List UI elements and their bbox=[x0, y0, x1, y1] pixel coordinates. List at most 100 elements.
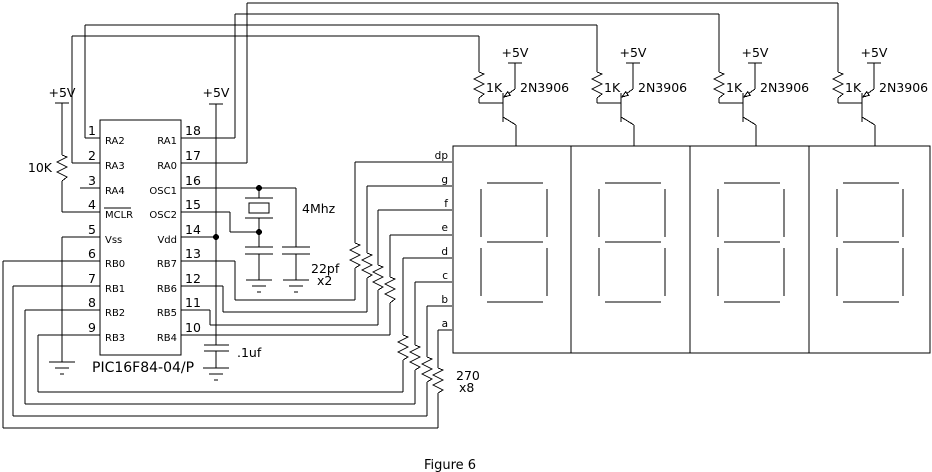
resistor-270 bbox=[396, 334, 410, 361]
pin-number: 7 bbox=[88, 271, 96, 286]
pin-name: RA3 bbox=[105, 161, 125, 172]
driver-supply-label: +5V bbox=[502, 45, 529, 60]
net-rb6-segment-g bbox=[181, 185, 452, 313]
resistor-1k bbox=[712, 71, 726, 99]
pin-number: 8 bbox=[88, 295, 96, 310]
transistor-driver-1 bbox=[472, 62, 522, 146]
pin-number: 17 bbox=[185, 148, 201, 163]
pin-name: RB5 bbox=[157, 308, 177, 319]
pin-number: 13 bbox=[185, 246, 201, 261]
emitter-arrow-icon bbox=[620, 90, 630, 98]
driver-resistor-label: 1K bbox=[604, 80, 621, 95]
supply-label: +5V bbox=[203, 85, 230, 100]
pin-name: Vss bbox=[105, 235, 122, 246]
resistor-1k bbox=[472, 71, 486, 99]
figure-caption: Figure 6 bbox=[424, 458, 476, 472]
display-digit-2 bbox=[598, 182, 666, 303]
segment-label: dp bbox=[435, 150, 449, 162]
segment-label: e bbox=[442, 222, 448, 234]
transistor-driver-2 bbox=[590, 62, 640, 146]
transistor-driver-3 bbox=[712, 62, 762, 146]
transistor-collector bbox=[742, 116, 757, 126]
transistor-collector bbox=[620, 116, 635, 126]
driver-transistor-label: 2N3906 bbox=[638, 80, 687, 95]
pin-number: 5 bbox=[88, 222, 96, 237]
decoupling-cap-label: .1uf bbox=[237, 345, 262, 360]
junction-dot bbox=[213, 234, 219, 240]
transistor-driver-4 bbox=[831, 62, 881, 146]
resistor-1k bbox=[590, 71, 604, 99]
segment-resistor-multiplier: x8 bbox=[459, 380, 474, 395]
pin-number: 16 bbox=[185, 173, 201, 188]
driver-transistor-label: 2N3906 bbox=[879, 80, 928, 95]
net-rb5-segment-f bbox=[181, 209, 452, 326]
driver-supply-label: +5V bbox=[620, 45, 647, 60]
net-ra0-driver4 bbox=[181, 2, 839, 164]
segment-label: a bbox=[442, 318, 448, 330]
segment-label: g bbox=[441, 174, 448, 186]
seven-segment-display-block bbox=[452, 145, 931, 354]
pin-name: OSC1 bbox=[149, 186, 177, 197]
oscillator-circuit bbox=[181, 185, 310, 293]
segment-label: b bbox=[441, 294, 448, 306]
pin-number: 3 bbox=[88, 173, 96, 188]
transistor-collector bbox=[861, 116, 876, 126]
driver-supply-label: +5V bbox=[861, 45, 888, 60]
pin-name: RB2 bbox=[105, 308, 125, 319]
net-vss-ground bbox=[49, 236, 100, 375]
net-rb3-segment-d bbox=[37, 257, 452, 393]
pin-name: Vdd bbox=[157, 235, 177, 246]
driver-transistor-label: 2N3906 bbox=[760, 80, 809, 95]
crystal-label: 4Mhz bbox=[302, 201, 336, 216]
pin-number: 6 bbox=[88, 246, 96, 261]
pin-name: MCLR bbox=[105, 210, 133, 221]
pin-number: 9 bbox=[88, 320, 96, 335]
resistor-270 bbox=[420, 356, 434, 383]
display-outline bbox=[452, 145, 931, 354]
schematic-labels: +5V +5V 10K 4Mhz 22pf x2 .1uf 270 x8 PIC… bbox=[28, 45, 928, 472]
ic-body bbox=[99, 119, 182, 356]
net-rb4-segment-e bbox=[181, 234, 452, 336]
resistor-270 bbox=[408, 344, 422, 371]
pin-number: 1 bbox=[88, 123, 96, 138]
pin-name: RB1 bbox=[105, 284, 125, 295]
pin-number: 11 bbox=[185, 295, 201, 310]
resistor-10k bbox=[55, 154, 69, 182]
pin-number: 18 bbox=[185, 123, 201, 138]
pin-number: 4 bbox=[88, 197, 96, 212]
pin-name: RA2 bbox=[105, 136, 125, 147]
net-ra3-driver1 bbox=[71, 35, 480, 164]
pin-number: 10 bbox=[185, 320, 201, 335]
supply-label: +5V bbox=[49, 85, 76, 100]
pin-name: RB0 bbox=[105, 259, 125, 270]
driver-transistor-label: 2N3906 bbox=[520, 80, 569, 95]
ic-part-label: PIC16F84-04/P bbox=[92, 360, 194, 376]
display-digit-4 bbox=[836, 182, 904, 303]
display-digit-3 bbox=[717, 182, 785, 303]
driver-supply-label: +5V bbox=[742, 45, 769, 60]
net-rb1-segment-b bbox=[12, 285, 452, 417]
pin-number: 2 bbox=[88, 148, 96, 163]
net-ra1-driver3 bbox=[181, 13, 720, 139]
segment-resistor-label: 270 bbox=[456, 368, 480, 383]
osc-cap-label: 22pf bbox=[311, 261, 340, 276]
pin-name: RB6 bbox=[157, 284, 177, 295]
emitter-arrow-icon bbox=[502, 90, 512, 98]
resistor-270 bbox=[360, 252, 374, 279]
pin-name: OSC2 bbox=[149, 210, 177, 221]
resistor-1k bbox=[831, 71, 845, 99]
osc-cap-multiplier: x2 bbox=[317, 273, 332, 288]
pin-name: RA0 bbox=[157, 161, 177, 172]
driver-resistor-label: 1K bbox=[845, 80, 862, 95]
net-ra2-driver2 bbox=[84, 24, 598, 139]
schematic-wiring bbox=[2, 2, 931, 429]
resistor-270 bbox=[348, 242, 362, 269]
resistor-270 bbox=[371, 264, 385, 291]
segment-label: f bbox=[444, 198, 448, 210]
pin-name: RB4 bbox=[157, 333, 177, 344]
pin-name: RA4 bbox=[105, 186, 125, 197]
net-mclr-pullup bbox=[55, 102, 100, 213]
pin-name: RB7 bbox=[157, 259, 177, 270]
net-vdd-decoupling bbox=[181, 103, 229, 381]
